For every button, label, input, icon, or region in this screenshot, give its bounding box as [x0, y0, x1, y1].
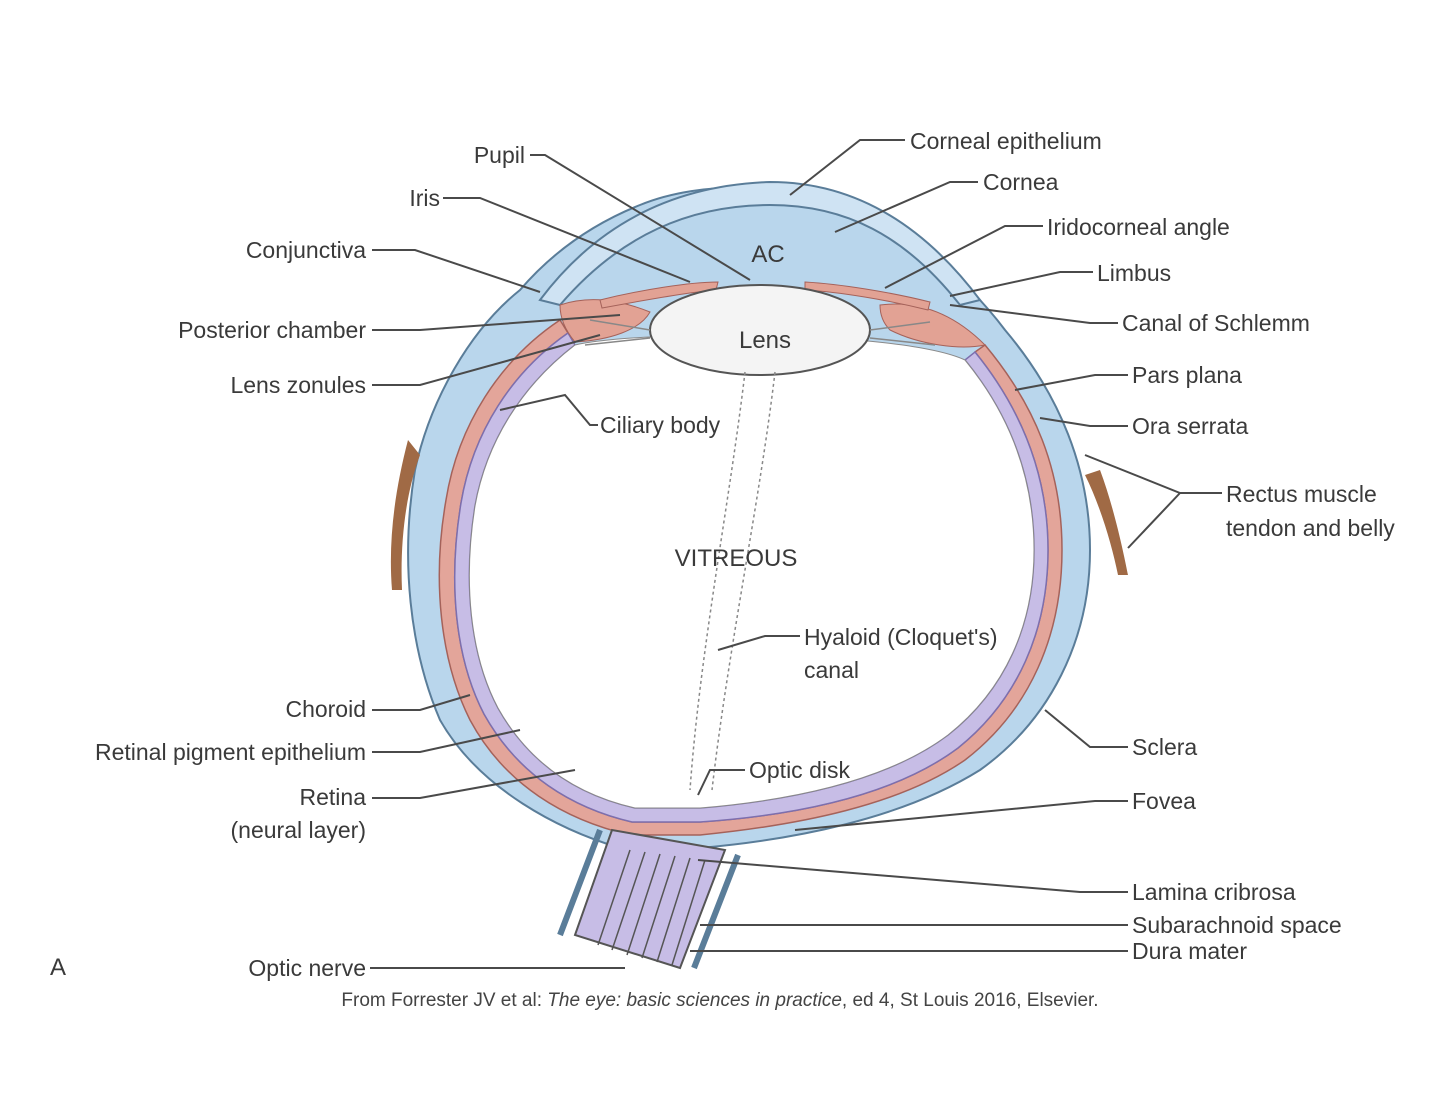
label-hyaloid-line1: Hyaloid (Cloquet's) — [804, 624, 998, 650]
credit-suffix: , ed 4, St Louis 2016, Elsevier. — [841, 990, 1099, 1011]
labels-right: Corneal epithelium Cornea Iridocorneal a… — [910, 128, 1395, 964]
label-canal-of-schlemm: Canal of Schlemm — [1122, 310, 1310, 336]
label-rectus-line1: Rectus muscle — [1226, 481, 1377, 507]
label-corneal-epithelium: Corneal epithelium — [910, 128, 1102, 154]
lens-zonules-lines — [584, 319, 936, 346]
label-fovea: Fovea — [1132, 788, 1196, 814]
label-lens: Lens — [739, 327, 791, 354]
ciliary-body-right — [879, 303, 987, 348]
label-choroid: Choroid — [285, 696, 366, 722]
vitreous-shape — [468, 334, 1035, 809]
source-credit: From Forrester JV et al: The eye: basic … — [0, 990, 1440, 1012]
optic-nerve-fibers — [597, 849, 706, 966]
eye-illustration — [390, 180, 1128, 970]
label-posterior-chamber: Posterior chamber — [178, 317, 366, 343]
iris-right — [804, 281, 931, 311]
leader-lines — [370, 139, 1222, 969]
rectus-muscle-right — [1085, 470, 1128, 575]
credit-prefix: From Forrester JV et al: — [341, 990, 548, 1011]
credit-title: The eye: basic sciences in practice — [547, 990, 842, 1011]
label-optic-nerve: Optic nerve — [248, 955, 366, 981]
label-pars-plana: Pars plana — [1132, 362, 1242, 388]
label-pupil: Pupil — [474, 142, 525, 168]
label-limbus: Limbus — [1097, 260, 1171, 286]
label-sclera: Sclera — [1132, 734, 1197, 760]
figure-letter: A — [50, 954, 66, 981]
label-ora-serrata: Ora serrata — [1132, 413, 1249, 439]
label-ac: AC — [751, 241, 784, 268]
cornea-shape — [538, 180, 982, 307]
label-ciliary-body: Ciliary body — [600, 412, 721, 438]
label-rpe: Retinal pigment epithelium — [95, 739, 366, 765]
hyaloid-canal-shape — [689, 371, 776, 791]
label-rectus-line2: tendon and belly — [1226, 515, 1395, 541]
label-hyaloid-line2: canal — [804, 657, 859, 683]
label-iridocorneal-angle: Iridocorneal angle — [1047, 214, 1230, 240]
label-subarachnoid-space: Subarachnoid space — [1132, 912, 1342, 938]
label-cornea: Cornea — [983, 169, 1059, 195]
rectus-muscle-left — [390, 440, 420, 590]
label-lamina-cribrosa: Lamina cribrosa — [1132, 879, 1296, 905]
labels-center: AC Lens VITREOUS Hyaloid (Cloquet's) can… — [675, 241, 998, 783]
label-iris: Iris — [409, 185, 440, 211]
label-vitreous: VITREOUS — [675, 545, 798, 572]
label-dura-mater: Dura mater — [1132, 938, 1247, 964]
label-retina-line1: Retina — [300, 784, 367, 810]
label-retina-line2: (neural layer) — [231, 817, 367, 843]
labels-left: Pupil Iris Conjunctiva Posterior chamber… — [50, 142, 721, 981]
label-conjunctiva: Conjunctiva — [246, 237, 366, 263]
optic-nerve-sheath — [557, 828, 741, 970]
label-optic-disk: Optic disk — [749, 757, 850, 783]
label-lens-zonules: Lens zonules — [230, 372, 366, 398]
